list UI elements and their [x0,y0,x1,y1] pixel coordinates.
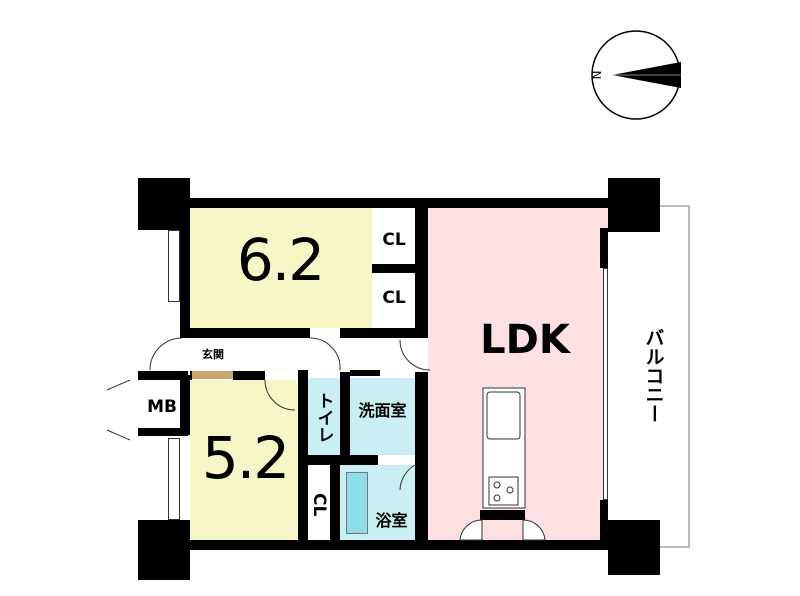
wall [233,371,265,380]
wall [298,455,378,465]
balcony-label: バルコニー [642,327,665,423]
wall [340,328,428,338]
western-room-1-label: 6.2 [236,226,325,294]
toilet-label: トイレ [313,392,334,443]
closet-1-label: CL [382,230,406,250]
window [168,438,180,520]
wall [600,228,608,268]
western-room-2 [190,380,298,540]
wall [180,328,310,338]
wall [138,428,188,436]
closet-2-label: CL [382,288,406,308]
pillar [138,520,190,580]
compass-icon [591,30,681,120]
ldk-label: LDK [480,317,570,363]
western-room-1 [190,208,372,328]
bathtub [346,472,368,534]
window [168,230,180,302]
wall [138,371,188,380]
north-label: N [589,70,603,80]
wall [350,370,380,376]
wall [180,198,610,208]
washroom [350,378,415,455]
entrance-step [192,371,233,379]
wall [480,510,525,520]
wall [415,372,428,542]
pillar [608,178,660,232]
bathroom-label: 浴室 [375,511,408,530]
wall [372,264,415,273]
entrance-label: 玄関 [202,348,224,361]
wall [600,500,608,540]
western-room-2-label: 5.2 [201,423,290,492]
pillar [608,520,660,575]
balcony [655,205,690,548]
wall [340,372,350,462]
door-swings [106,330,546,541]
meter-box-label: MB [147,397,177,417]
wall [180,228,190,338]
washroom-label: 洗面室 [358,401,407,420]
wall [180,540,610,550]
wall [180,375,190,435]
toilet [308,378,340,455]
wall [330,465,340,540]
window [603,268,608,500]
wall [415,198,428,338]
closet-3-label: CL [309,493,329,517]
wall [190,371,192,380]
